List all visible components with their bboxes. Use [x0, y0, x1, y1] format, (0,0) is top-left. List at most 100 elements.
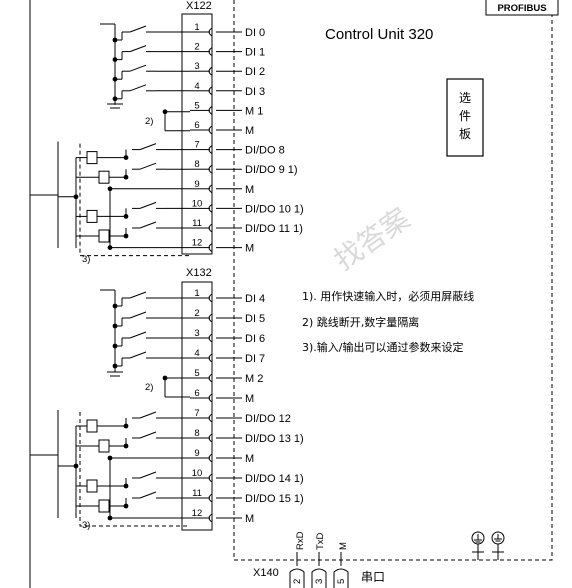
x132-pin-number: 6 [194, 388, 199, 399]
x122-pin-number: 4 [194, 81, 199, 92]
x122-name: X122 [186, 0, 212, 12]
x140-pin-5: 5 [336, 579, 347, 584]
x122-pin-number: 2 [194, 42, 199, 53]
x122-pin-label: DI 3 [245, 86, 265, 98]
x132-pin-label: DI 4 [245, 293, 265, 305]
x132-name: X132 [186, 267, 212, 279]
x140-signal-txd: TxD [315, 532, 326, 550]
x122-pin-label: DI 2 [245, 66, 265, 78]
x122-pin-12: 12 M [190, 238, 254, 255]
x122-pin-label: DI 1 [245, 47, 265, 59]
x132-pin-1: 1 DI 4 [190, 288, 265, 305]
x122-pin-number: 8 [194, 159, 199, 170]
x140-connector: X140 RxD TxD M 2 3 5 串口 [253, 531, 385, 588]
x132-pin-label: DI 5 [245, 313, 265, 325]
x122-pin-11: 11 DI/DO 11 1) [190, 218, 303, 235]
x122-pin-number: 7 [194, 140, 199, 151]
x132-pin-label: DI/DO 12 [245, 413, 291, 425]
x122-pin-number: 5 [194, 100, 199, 111]
x140-pin-3: 3 [314, 579, 325, 584]
x132-pin-11: 11 DI/DO 15 1) [190, 488, 304, 505]
profibus-badge: PROFIBUS [485, 0, 559, 16]
x122-pin-number: 12 [192, 238, 203, 249]
x132-pin-12: 12 M [190, 508, 254, 525]
x132-pin-7: 7 DI/DO 12 [190, 408, 291, 425]
external-wiring [57, 23, 190, 527]
x122-pin-7: 7 DI/DO 8 [190, 140, 285, 157]
x122-pin-label: DI/DO 11 1) [245, 223, 303, 235]
x132-pin-10: 10 DI/DO 14 1) [190, 468, 304, 485]
note-3: 3).输入/输出可以通过参数来设定 [302, 340, 464, 354]
x140-pin-2: 2 [292, 579, 303, 584]
x132-pin-number: 4 [194, 348, 199, 359]
watermark: 找答案 [328, 202, 416, 277]
x132-pin-number: 10 [192, 468, 203, 479]
jumper-callout-x132: 2) [145, 382, 153, 393]
x132-pin-number: 5 [194, 368, 199, 379]
note-1: 1). 用作快速输入时，必须用屏蔽线 [302, 289, 474, 303]
x132-pin-label: DI 6 [245, 333, 265, 345]
x140-signal-rxd: RxD [295, 531, 306, 550]
note-2: 2) 跳线断开,数字量隔离 [302, 315, 419, 329]
x132-pin-label: DI/DO 14 1) [245, 473, 304, 485]
x122-pin-number: 3 [194, 61, 199, 72]
ground-icon [471, 531, 485, 560]
x132-connector [181, 281, 213, 531]
x122-pin-number: 9 [194, 179, 199, 190]
x132-pin-label: M [245, 513, 254, 525]
option-board-char-1: 选 [459, 91, 471, 105]
x122-pin-number: 11 [192, 218, 202, 229]
x132-pin-label: DI/DO 13 1) [245, 433, 304, 445]
x122-pin-label: M [245, 243, 254, 255]
protective-earth-icon [491, 531, 505, 560]
config-callout-x122: 3) [82, 254, 90, 265]
x132-pin-number: 11 [192, 488, 202, 499]
x122-pin-label: DI/DO 8 [245, 145, 285, 157]
x122-pin-5: 5 M 1 [190, 100, 263, 117]
x140-description: 串口 [361, 570, 385, 584]
x122-pin-4: 4 DI 3 [190, 81, 265, 98]
x132-pin-number: 7 [194, 408, 199, 419]
x132-pin-number: 1 [194, 288, 199, 299]
x122-pin-1: 1 DI 0 [190, 22, 265, 39]
x122-pin-label: DI/DO 9 1) [245, 164, 298, 176]
x132-pin-label: M [245, 453, 254, 465]
x132-pin-label: M [245, 393, 254, 405]
option-board: 选 件 板 [446, 78, 484, 157]
x122-pin-3: 3 DI 2 [190, 61, 265, 78]
control-unit-boundary [233, 0, 553, 561]
x140-signal-m: M [338, 542, 349, 550]
option-board-char-2: 件 [459, 109, 471, 123]
x122-pin-label: M [245, 125, 254, 137]
x132-pin-5: 5 M 2 [190, 368, 263, 385]
x122-pin-8: 8 DI/DO 9 1) [190, 159, 298, 176]
config-callout-x132: 3) [82, 520, 90, 531]
x122-connector [181, 13, 213, 255]
x122-pin-number: 6 [194, 120, 199, 131]
x132-pin-2: 2 DI 5 [190, 308, 265, 325]
x122-pin-number: 1 [194, 22, 199, 33]
x122-pin-2: 2 DI 1 [190, 42, 265, 59]
x122-pin-number: 10 [192, 198, 203, 209]
x122-pin-label: M [245, 184, 254, 196]
x132-pin-number: 2 [194, 308, 199, 319]
x122-pin-10: 10 DI/DO 10 1) [190, 198, 304, 215]
x132-pin-label: DI/DO 15 1) [245, 493, 304, 505]
x122-pin-label: M 1 [245, 105, 263, 117]
x132-pin-number: 12 [192, 508, 203, 519]
unit-title: Control Unit 320 [325, 26, 433, 43]
x122-pin-label: DI/DO 10 1) [245, 203, 304, 215]
option-board-char-3: 板 [459, 127, 471, 141]
x132-pin-number: 9 [194, 448, 199, 459]
x122-pin-label: DI 0 [245, 27, 265, 39]
x132-pin-label: M 2 [245, 373, 263, 385]
